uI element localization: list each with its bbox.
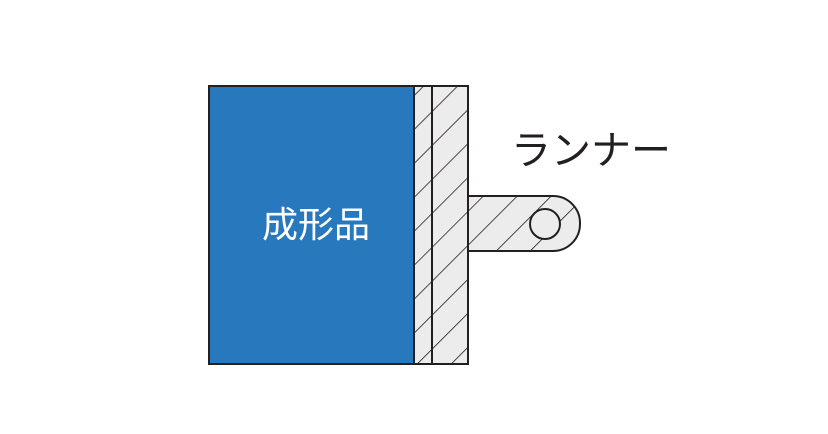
molded-part [208,85,415,365]
runner-circle [529,208,561,240]
mold-plate-inner [413,85,433,365]
runner-label: ランナー [511,128,671,174]
mold-plate-outer [431,85,469,365]
molded-part-label: 成形品 [262,205,370,246]
